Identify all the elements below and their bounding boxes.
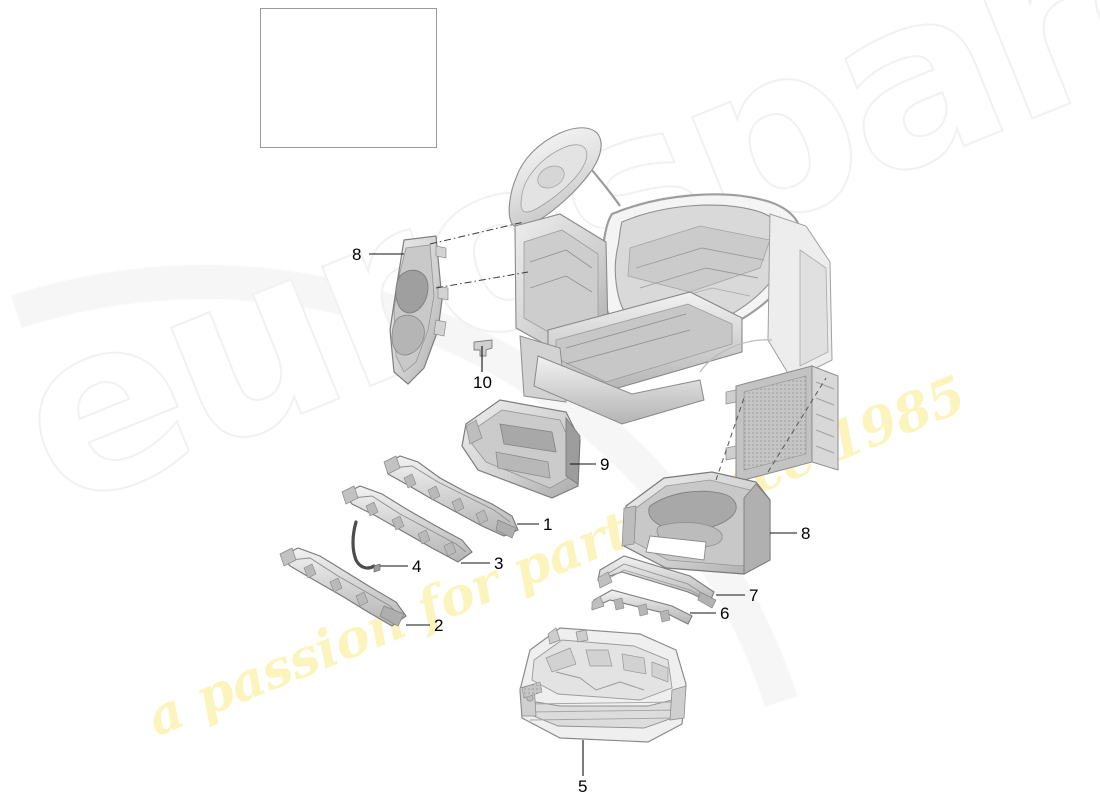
callout-label-6: 6: [720, 604, 730, 623]
part-1-bracket-upper: [383, 455, 519, 539]
callout-label-8-left: 8: [352, 245, 362, 264]
callout-leader-lines: [369, 253, 797, 776]
part-7-lower-air-guide: [597, 555, 717, 609]
part-6-lower-trim-strip: [591, 589, 693, 625]
callout-label-1: 1: [543, 515, 553, 534]
callout-label-10: 10: [473, 373, 492, 392]
assembly-connector-lines: [429, 221, 827, 481]
callout-label-3: 3: [494, 554, 504, 573]
front-body-structure: [508, 127, 839, 483]
radiator-core: [725, 365, 839, 483]
vehicle-thumbnail-frame: [260, 8, 437, 148]
part-8-air-duct-right: [621, 471, 771, 575]
part-10-fastener-clip: [473, 339, 493, 357]
callout-label-7: 7: [749, 586, 759, 605]
part-8-air-duct-left: [389, 235, 449, 385]
callout-label-9: 9: [600, 455, 610, 474]
part-3-carrier-rail: [341, 485, 473, 563]
part-5-front-end-carrier: [519, 627, 687, 743]
callout-label-4: 4: [412, 557, 422, 576]
part-4-retaining-clip: [351, 520, 381, 573]
callout-label-2: 2: [434, 616, 444, 635]
part-9-center-air-guide: [461, 399, 581, 499]
callout-label-5: 5: [578, 777, 588, 796]
callout-label-8-right: 8: [801, 524, 811, 543]
part-2-bracket-lower: [279, 547, 407, 627]
